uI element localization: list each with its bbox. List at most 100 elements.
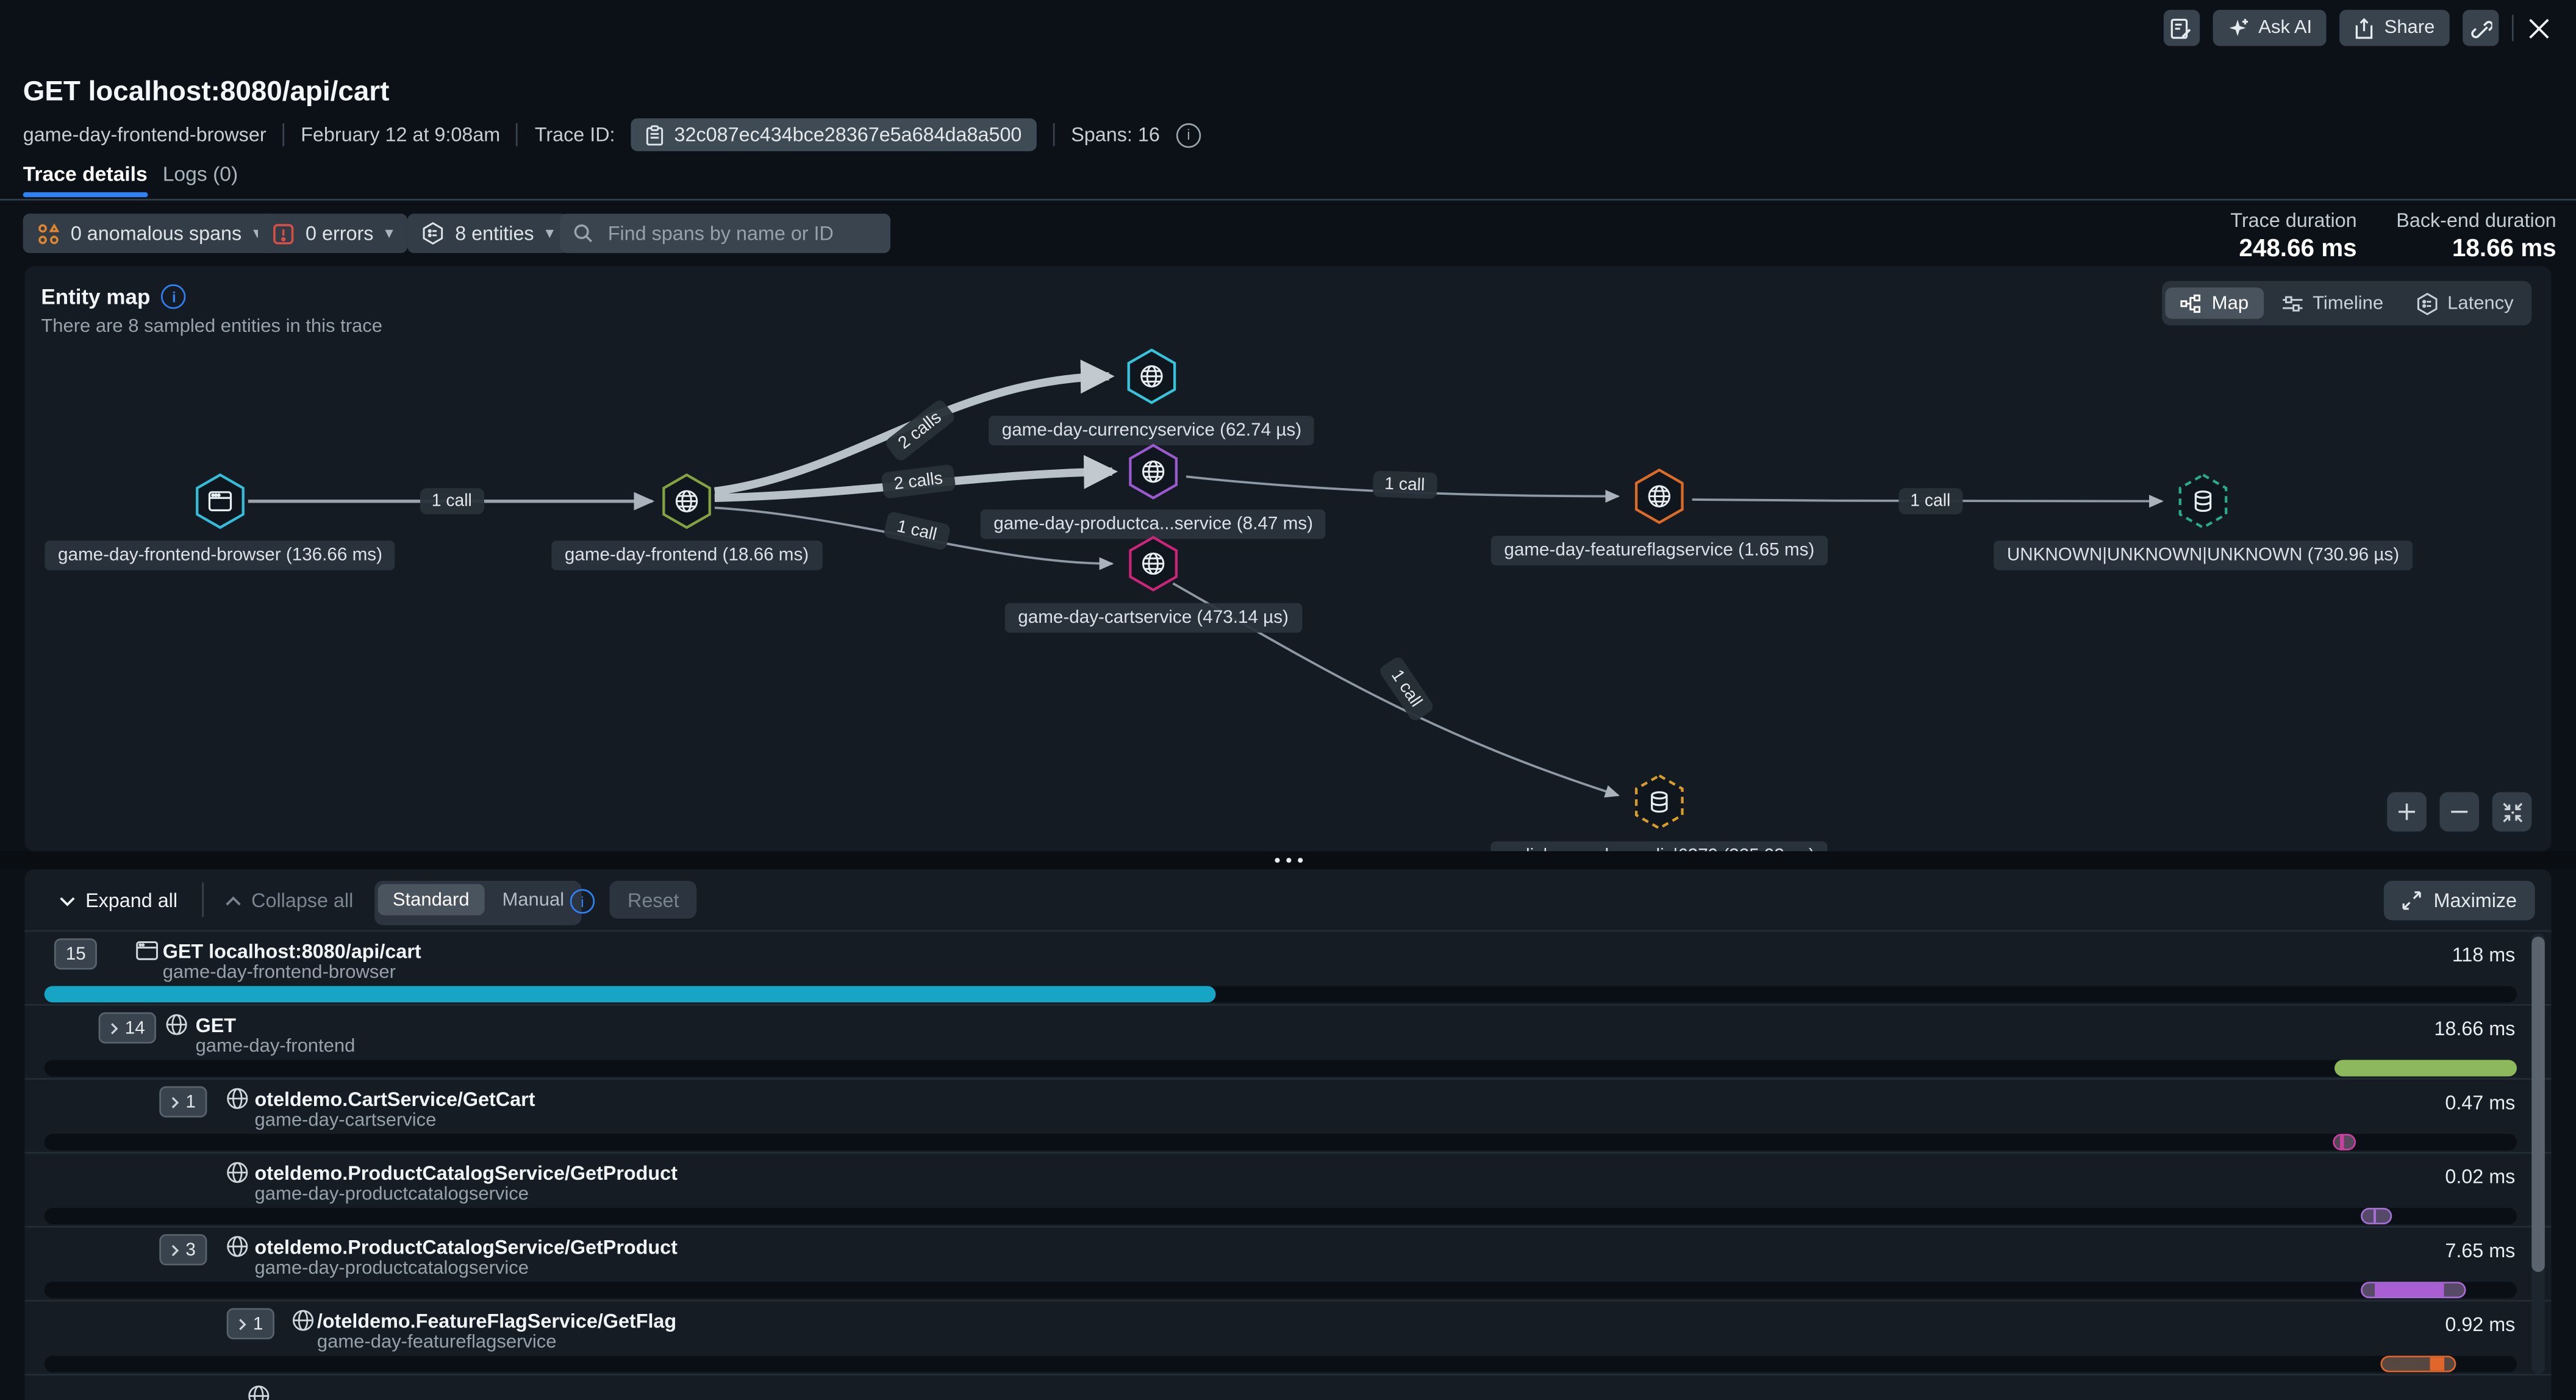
reset-button[interactable]: Reset	[609, 880, 698, 919]
spans-info-icon[interactable]: i	[1176, 122, 1201, 148]
span-duration: 0.02 ms	[2445, 1165, 2516, 1188]
span-bar[interactable]	[2361, 1282, 2466, 1299]
span-service: game-day-productcatalogservice	[254, 1258, 529, 1279]
trace-id-label: Trace ID:	[534, 123, 615, 146]
link-icon	[2470, 17, 2492, 38]
span-row[interactable]: 14 GET game-day-frontend 18.66 ms	[24, 1003, 2552, 1080]
map-zoom-controls	[2387, 792, 2532, 832]
mode-standard-button[interactable]: Standard	[377, 884, 484, 916]
span-row[interactable]: oteldemo.ProductCatalogService/GetProduc…	[24, 1152, 2552, 1228]
map-graph-icon	[2181, 293, 2202, 313]
span-count-badge[interactable]: 15	[54, 938, 98, 970]
expand-all-button[interactable]: Expand all	[59, 881, 177, 921]
mode-info-icon[interactable]: i	[570, 889, 595, 914]
meta-timestamp: February 12 at 9:08am	[301, 123, 501, 146]
chevron-right-icon	[110, 1021, 118, 1035]
sparkle-icon	[2227, 17, 2249, 38]
node-game-day-cartservice[interactable]	[1129, 536, 1178, 592]
span-service: game-day-frontend	[195, 1036, 356, 1057]
span-title: oteldemo.CartService/GetCart	[254, 1088, 535, 1111]
span-waterfall-panel: Expand all Collapse all Standard Manual …	[24, 869, 2552, 1400]
page-title: GET localhost:8080/api/cart	[23, 75, 390, 107]
node-label: game-day-currencyservice (62.74 µs)	[989, 415, 1315, 446]
mode-manual-button[interactable]: Manual	[487, 884, 579, 915]
meta-service: game-day-frontend-browser	[23, 123, 267, 146]
span-service: game-day-featureflagservice	[317, 1332, 557, 1353]
span-bar[interactable]	[44, 986, 1216, 1003]
span-row[interactable]: 15 GET localhost:8080/api/cart game-day-…	[24, 930, 2552, 1006]
errors-filter[interactable]: 0 errors ▾	[257, 214, 409, 253]
span-track	[44, 986, 2517, 1003]
entity-map-title: Entity map i	[41, 284, 187, 309]
entity-hexagon-icon	[422, 222, 443, 245]
close-icon	[2527, 16, 2560, 40]
meta-separator	[1053, 123, 1055, 146]
span-duration: 18.66 ms	[2434, 1017, 2516, 1041]
browser-window-icon	[207, 488, 233, 514]
trace-id-pill[interactable]: 32c087ec434bce28367e5a684da8a500	[631, 118, 1037, 151]
maximize-button[interactable]: Maximize	[2384, 880, 2535, 921]
node-game-day-currencyservice[interactable]	[1127, 348, 1176, 404]
span-row-partial[interactable]	[24, 1374, 2552, 1400]
node-game-day-frontend-browser[interactable]	[196, 473, 245, 529]
zoom-in-button[interactable]	[2387, 792, 2427, 832]
node-label: game-day-cartservice (473.14 µs)	[1004, 603, 1302, 633]
span-row[interactable]: 1 oteldemo.CartService/GetCart game-day-…	[24, 1078, 2552, 1154]
span-bar[interactable]	[2361, 1208, 2392, 1224]
anomalous-spans-filter[interactable]: 0 anomalous spans ▾	[23, 214, 276, 253]
fit-view-button[interactable]	[2492, 792, 2532, 832]
minus-icon	[2450, 802, 2469, 822]
mode-toggle: Standard Manual	[374, 880, 582, 925]
browser-window-icon	[135, 938, 159, 963]
scrollbar-thumb[interactable]	[2531, 936, 2545, 1273]
view-latency-button[interactable]: Latency	[2402, 287, 2528, 318]
spans-count: Spans: 16	[1071, 123, 1160, 146]
collapse-all-button[interactable]: Collapse all	[225, 881, 353, 921]
backend-duration-label: Back-end duration	[2396, 209, 2556, 232]
node-game-day-productcatalogservice[interactable]	[1129, 443, 1178, 500]
chevron-down-icon	[59, 895, 76, 906]
span-bar[interactable]	[2333, 1133, 2356, 1151]
tab-logs[interactable]: Logs (0)	[162, 162, 238, 186]
entity-map-info-icon[interactable]: i	[162, 284, 187, 309]
tab-bar: Trace details Logs (0)	[0, 163, 2576, 201]
notes-button[interactable]	[2163, 10, 2200, 46]
globe-icon	[225, 1160, 249, 1185]
ask-ai-button[interactable]: Ask AI	[2212, 10, 2327, 46]
chevron-right-icon	[171, 1243, 179, 1257]
span-duration: 0.92 ms	[2445, 1313, 2516, 1337]
meta-separator	[517, 123, 518, 146]
entities-filter[interactable]: 8 entities ▾	[407, 214, 569, 253]
span-title: GET	[195, 1014, 237, 1037]
zoom-out-button[interactable]	[2439, 792, 2480, 832]
node-game-day-frontend[interactable]	[662, 473, 712, 529]
node-unknown-database[interactable]	[2178, 473, 2228, 529]
copy-link-button[interactable]	[2463, 10, 2499, 46]
view-timeline-button[interactable]: Timeline	[2267, 287, 2399, 318]
trace-duration-label: Trace duration	[2230, 209, 2357, 232]
trace-duration-value: 248.66 ms	[2239, 235, 2357, 264]
span-row[interactable]: 3 oteldemo.ProductCatalogService/GetProd…	[24, 1226, 2552, 1302]
span-count-badge[interactable]: 3	[159, 1234, 207, 1266]
database-icon	[2190, 488, 2216, 514]
span-count-badge[interactable]: 1	[226, 1308, 275, 1340]
clipboard-icon	[646, 124, 665, 145]
close-button[interactable]	[2527, 12, 2560, 45]
span-count-badge[interactable]: 14	[98, 1012, 157, 1044]
span-bar[interactable]	[2380, 1355, 2456, 1373]
node-game-day-featureflagservice[interactable]	[1634, 468, 1684, 525]
span-count-badge[interactable]: 1	[159, 1086, 207, 1118]
error-icon	[273, 223, 294, 244]
panel-resize-handle[interactable]	[0, 851, 2576, 870]
span-row[interactable]: 1 /oteldemo.FeatureFlagService/GetFlag g…	[24, 1299, 2552, 1376]
search-input[interactable]	[604, 220, 878, 247]
view-map-button[interactable]: Map	[2166, 287, 2264, 319]
span-track	[44, 1133, 2517, 1151]
tab-trace-details[interactable]: Trace details	[23, 163, 148, 198]
maximize-icon	[2402, 891, 2422, 910]
span-bar[interactable]	[2334, 1060, 2517, 1077]
share-button[interactable]: Share	[2339, 10, 2450, 46]
duration-summary: Trace duration 248.66 ms Back-end durati…	[2230, 209, 2556, 263]
node-redis[interactable]	[1634, 774, 1684, 830]
